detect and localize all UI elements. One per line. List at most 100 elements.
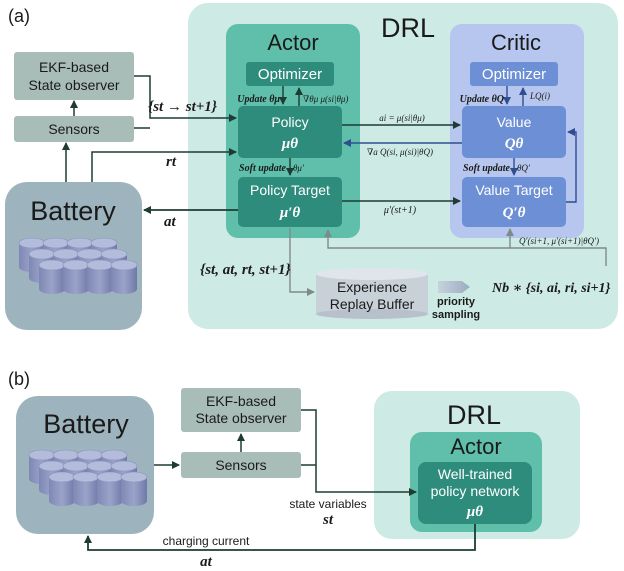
label-mu-si: ai = μ(si|θμ) — [379, 113, 425, 123]
arrow-minibatch-feedback — [324, 229, 607, 266]
battery-cell-top — [66, 237, 94, 249]
label-update-critic: Update θQ — [460, 94, 504, 105]
label-soft-actor: Soft update — [239, 163, 287, 174]
arrow-tuple-to-replay — [289, 228, 315, 296]
drl-title-b: DRL — [447, 400, 501, 430]
battery-cell-top — [18, 237, 46, 249]
battery-cell-top — [38, 259, 66, 271]
arrow-ekf-to-policy-b — [301, 409, 417, 496]
battery-cell-top — [28, 449, 56, 461]
arrow-ekf-to-policy — [134, 75, 237, 122]
label-theta-q-prime: θQ′ — [517, 163, 531, 173]
value-target-box — [462, 177, 566, 227]
battery-cell — [111, 265, 137, 294]
label-soft-critic: Soft update — [463, 163, 511, 174]
battery-cell-top — [100, 449, 128, 461]
value-box — [462, 106, 566, 158]
ekf-line1: EKF-based — [39, 59, 109, 75]
ekf-observer-box — [14, 52, 134, 100]
label-q-prime: Q′(si+1, μ′(si+1)|θQ′) — [519, 236, 599, 246]
arrow-charging-current — [84, 524, 476, 551]
battery-cell-top — [90, 237, 118, 249]
replay-buffer — [316, 268, 428, 319]
policy-symbol: μθ — [281, 136, 298, 152]
value-label: Value — [497, 114, 532, 130]
battery-cell — [87, 265, 113, 294]
policy-network-line1: Well-trained — [438, 466, 512, 482]
label-state-symbol: st — [322, 512, 334, 528]
panel-b-label: (b) — [8, 369, 30, 389]
battery-cell-top — [28, 248, 56, 260]
policy-network-symbol: μθ — [466, 504, 483, 520]
battery-cell-top — [120, 471, 148, 483]
policy-network-box — [418, 462, 532, 524]
policy-target-box — [238, 177, 342, 227]
label-loss: LQ(i) — [529, 91, 550, 101]
battery-cell — [121, 477, 147, 506]
battery-cell-top — [52, 449, 80, 461]
label-tuple: {st, at, rt, st+1} — [200, 262, 291, 278]
sensors-label: Sensors — [48, 121, 99, 137]
battery-cell-top — [96, 471, 124, 483]
label-grad-q: ∇a Q(si, μ(si)|θQ) — [367, 147, 433, 157]
battery-cell — [49, 477, 75, 506]
ekf-line1-b: EKF-based — [206, 393, 276, 409]
arrow-reward — [91, 148, 237, 182]
label-grad-actor: ∇θμ μ(si|θμ) — [303, 94, 348, 104]
label-action-symbol-b: at — [200, 554, 213, 570]
policy-label: Policy — [271, 114, 308, 130]
actor-optimizer — [246, 62, 334, 86]
label-theta-mu-prime: θμ′ — [293, 163, 305, 173]
battery-cell-top — [110, 460, 138, 472]
battery-label: Battery — [30, 196, 116, 226]
priority-sampling-arrow-icon — [438, 281, 470, 293]
policy-network-line2: policy network — [431, 483, 521, 499]
battery-cell-top — [62, 259, 90, 271]
ekf-observer-box-b — [181, 388, 301, 432]
priority-line1: priority — [437, 296, 476, 308]
critic-optimizer — [470, 62, 558, 86]
battery-cell-top — [62, 460, 90, 472]
battery-cell-top — [42, 237, 70, 249]
label-state-variables: state variables — [289, 497, 366, 511]
arrow-valuetarget-to-value — [566, 128, 577, 203]
battery-cell — [73, 477, 99, 506]
battery-label-b: Battery — [43, 409, 129, 439]
critic-optimizer-label: Optimizer — [482, 66, 546, 83]
battery-cell-top — [110, 259, 138, 271]
label-action: at — [164, 214, 177, 230]
label-reward: rt — [166, 154, 177, 170]
value-target-label: Value Target — [475, 182, 552, 198]
policy-box — [238, 106, 342, 158]
sensors-box — [14, 116, 134, 142]
sensors-label-b: Sensors — [215, 457, 266, 473]
drl-title: DRL — [381, 13, 435, 43]
battery-cell-top — [76, 449, 104, 461]
value-symbol: Qθ — [505, 136, 524, 152]
battery-cell-top — [86, 259, 114, 271]
label-minibatch: Nb ∗ {si, ai, ri, si+1} — [491, 281, 611, 296]
label-mu-prime: μ′(st+1) — [383, 205, 417, 216]
battery-cell-top — [52, 248, 80, 260]
replay-line1: Experience — [337, 279, 407, 295]
critic-title: Critic — [491, 30, 541, 55]
battery-cell-top — [100, 248, 128, 260]
battery-cell-top — [86, 460, 114, 472]
ekf-line2-b: State observer — [195, 410, 286, 426]
battery-cell — [97, 477, 123, 506]
actor-title-b: Actor — [450, 434, 501, 459]
replay-line2: Replay Buffer — [330, 296, 415, 312]
battery-cell — [39, 265, 65, 294]
battery-cells-icon — [18, 237, 138, 294]
battery-cell-top — [76, 248, 104, 260]
battery-cell-top — [48, 471, 76, 483]
policy-target-symbol: μ′θ — [279, 205, 301, 221]
label-transition: {st → st+1} — [148, 99, 218, 115]
value-target-symbol: Q′θ — [503, 205, 526, 221]
priority-line2: sampling — [432, 309, 480, 321]
panel-a-label: (a) — [8, 6, 30, 26]
battery-cell-top — [38, 460, 66, 472]
label-charging-current: charging current — [163, 534, 250, 548]
actor-optimizer-label: Optimizer — [258, 66, 322, 83]
